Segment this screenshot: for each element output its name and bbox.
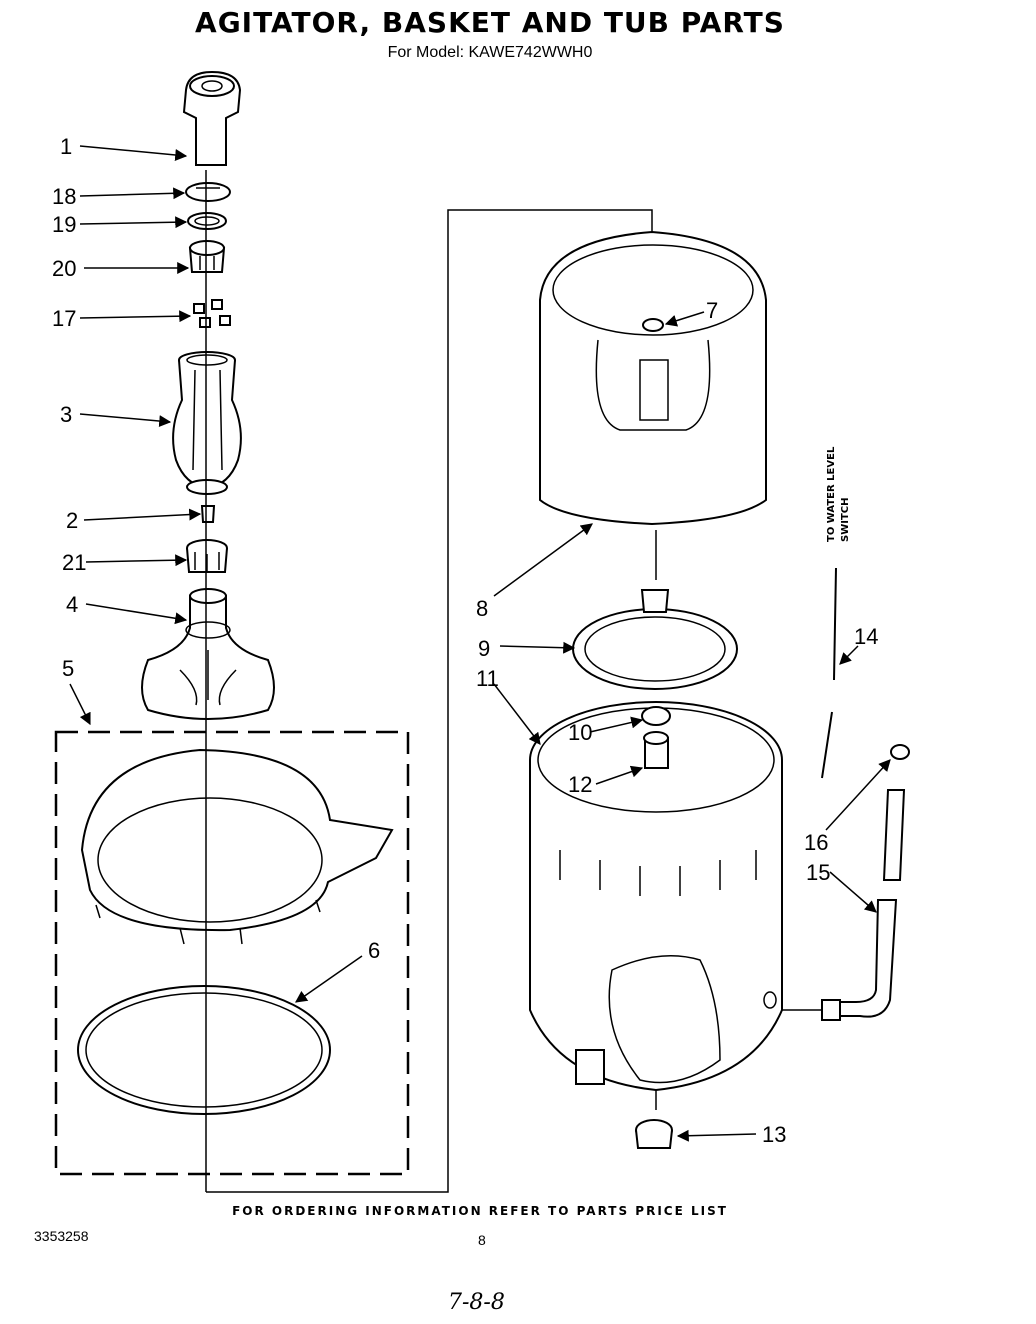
callout-14: 14 (854, 624, 878, 649)
leader-18 (79, 187, 186, 200)
callout-6: 6 (368, 938, 380, 963)
stud-part-2 (200, 505, 216, 523)
agitator-barrel-part-3 (172, 351, 242, 495)
callout-11: 11 (476, 666, 499, 691)
callout-10: 10 (568, 720, 592, 745)
agitator-base-part-4 (141, 588, 275, 720)
callout-12: 12 (568, 772, 592, 797)
leader-9 (499, 641, 576, 654)
leader-13 (676, 1129, 757, 1142)
callout-13: 13 (762, 1122, 786, 1147)
callout-5: 5 (62, 656, 74, 681)
assembly-5-dashed-box (54, 730, 410, 1176)
washer-part-10 (641, 706, 671, 726)
ring-part-19 (187, 212, 227, 230)
callout-1: 1 (60, 134, 72, 159)
seal-ring-part-6 (77, 985, 331, 1115)
cam-part-18 (185, 182, 231, 202)
leader-2 (83, 508, 202, 521)
clips-part-17 (193, 299, 231, 328)
handwritten-note: 7-8-8 (448, 1290, 505, 1315)
leader-4 (85, 603, 188, 625)
leader-7 (664, 311, 705, 327)
callout-2: 2 (66, 508, 78, 533)
hose-part-15 (782, 789, 906, 1021)
page-number: 8 (478, 1232, 486, 1248)
document-number: 3353258 (34, 1228, 89, 1244)
water-level-note-line1: TO WATER LEVEL (826, 446, 837, 542)
spline-part-21 (186, 539, 228, 573)
water-level-note-line2: SWITCH (840, 498, 851, 542)
leader-5 (69, 683, 91, 726)
callout-19: 19 (52, 212, 76, 237)
agitator-cap-part (182, 70, 242, 166)
callout-7: 7 (706, 298, 718, 323)
callout-17: 17 (52, 306, 76, 331)
leader-10 (589, 716, 644, 733)
leader-8 (493, 523, 593, 597)
model-subtitle: For Model: KAWE742WWH0 (387, 44, 593, 61)
leader-15 (829, 871, 877, 913)
callout-8: 8 (476, 596, 488, 621)
callout-4: 4 (66, 592, 78, 617)
callout-15: 15 (806, 860, 830, 885)
leader-6 (295, 955, 363, 1003)
connector-line (206, 209, 653, 1193)
leader-1 (79, 145, 188, 161)
ordering-footer: FOR ORDERING INFORMATION REFER TO PARTS … (232, 1204, 728, 1218)
leader-16 (825, 759, 891, 831)
leader-12 (595, 765, 644, 785)
leader-17 (79, 310, 192, 323)
bearing-part-9 (572, 589, 738, 690)
leader-14 (839, 645, 859, 665)
nut-part-12 (643, 731, 669, 769)
leader-21 (85, 554, 188, 567)
leader-19 (79, 216, 188, 229)
callout-21: 21 (62, 550, 86, 575)
callout-3: 3 (60, 402, 72, 427)
leader-3 (79, 413, 172, 428)
page-title: AGITATOR, BASKET AND TUB PARTS (195, 6, 785, 39)
hose-part-14 (821, 567, 837, 779)
tub-ring-part-5 (80, 748, 394, 945)
plug-part-13 (635, 1119, 673, 1149)
dogs-part-20 (188, 240, 226, 273)
callout-18: 18 (52, 184, 76, 209)
leader-11 (493, 683, 541, 745)
basket-part-8 (539, 230, 767, 526)
callout-9: 9 (478, 636, 490, 661)
clamp-part-16 (890, 744, 910, 760)
callout-20: 20 (52, 256, 76, 281)
callout-16: 16 (804, 830, 828, 855)
